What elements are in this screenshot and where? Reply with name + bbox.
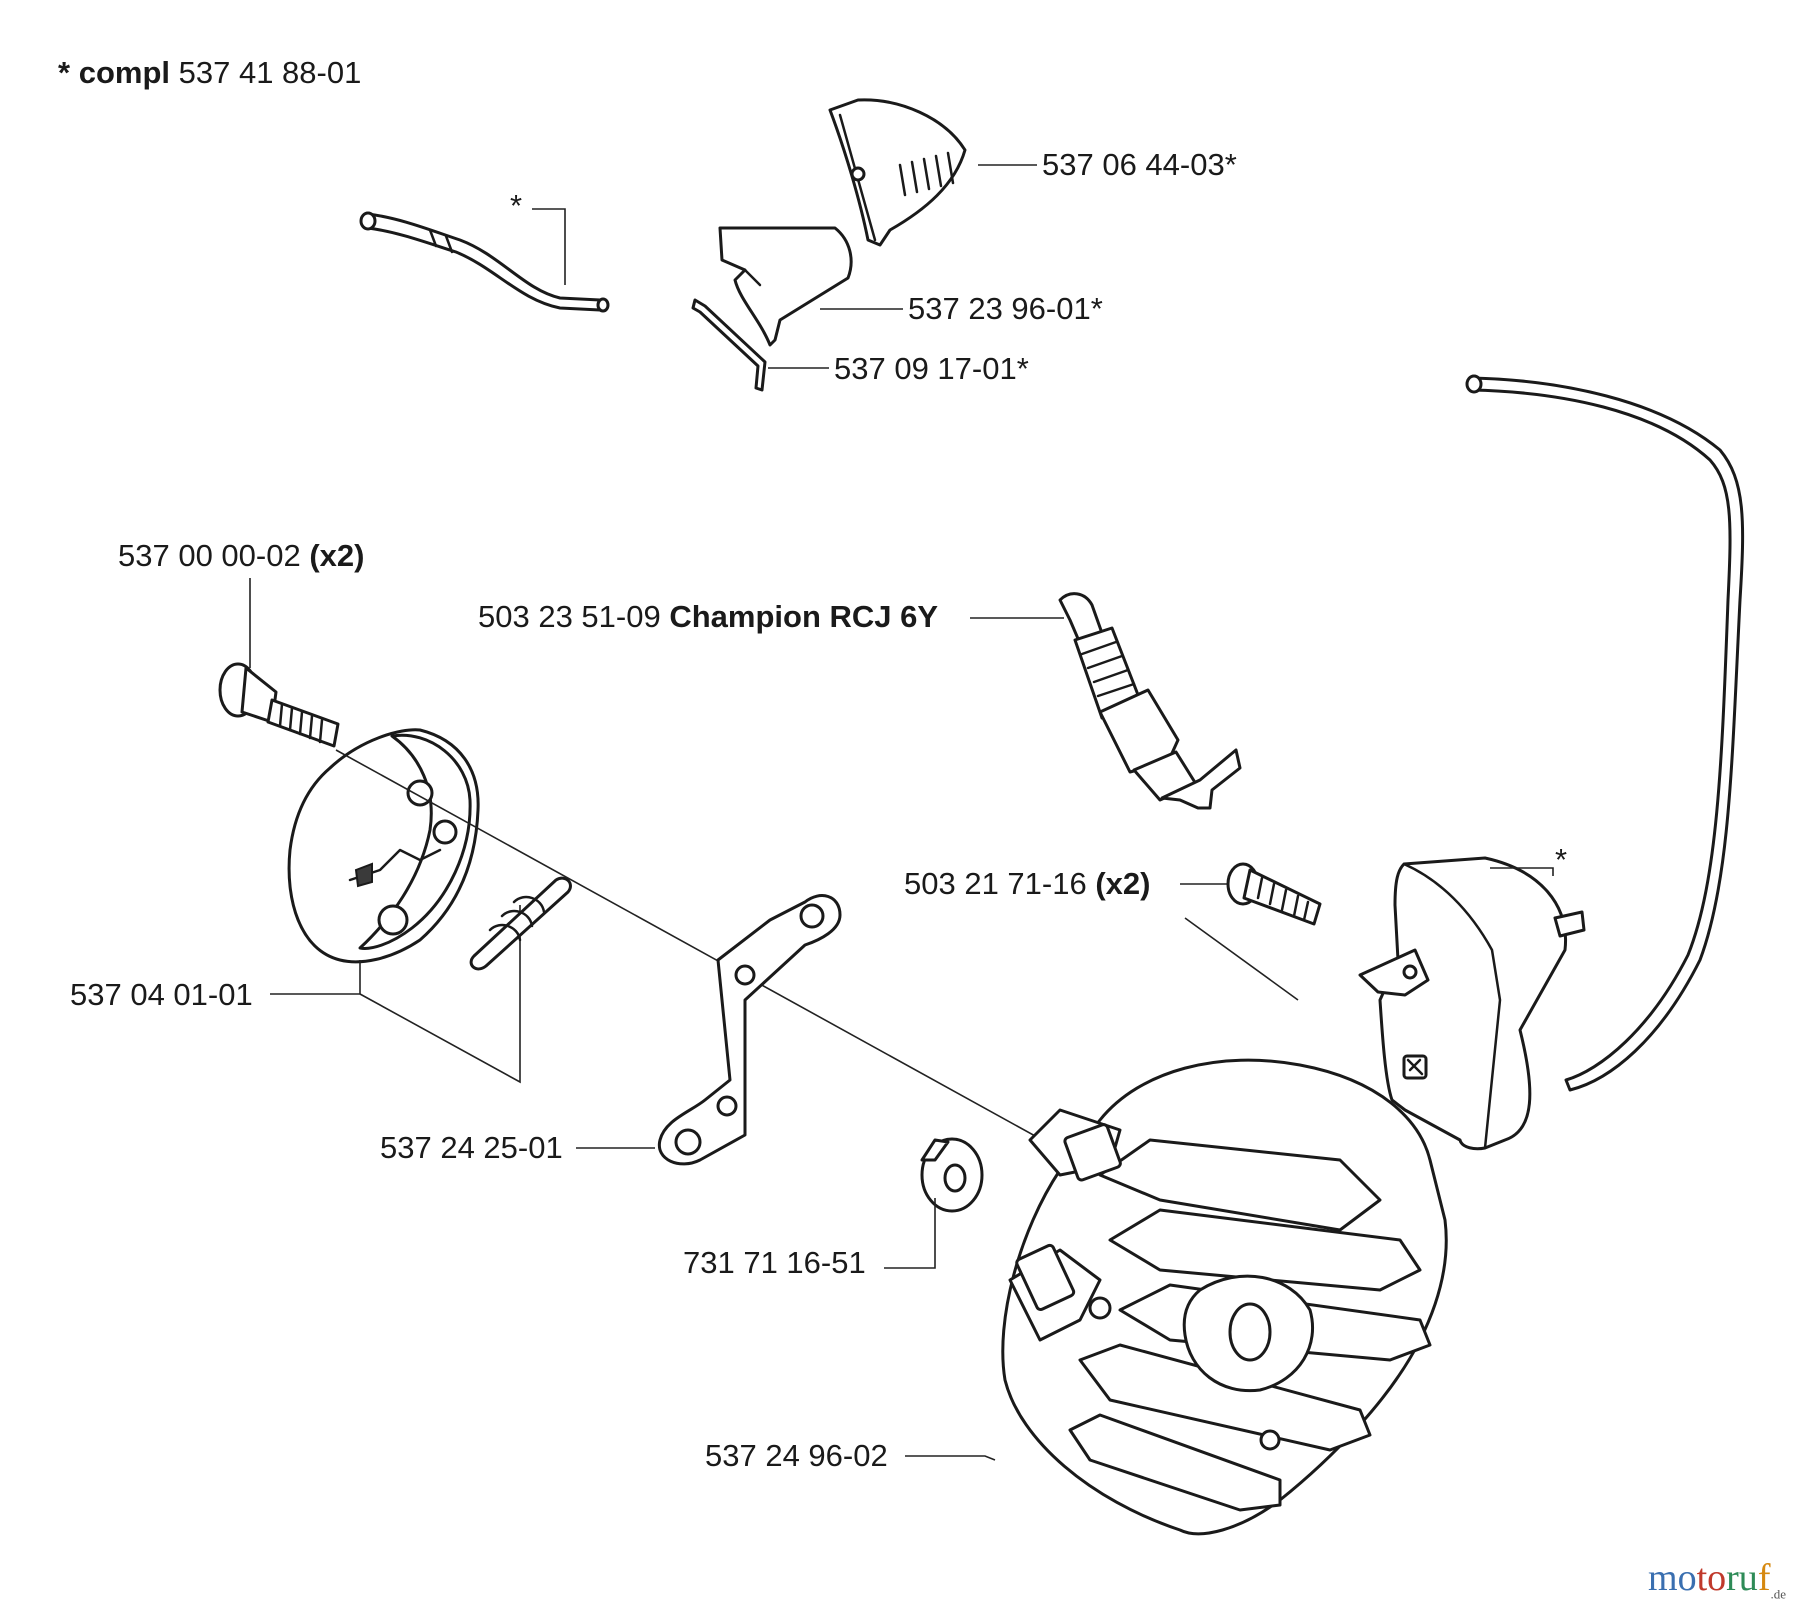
label-503-23-51-09: 503 23 51-09 Champion RCJ 6Y xyxy=(478,599,938,634)
ignition-module-icon xyxy=(1358,856,1586,1151)
screw-icon-module xyxy=(1226,862,1322,926)
axis-line xyxy=(335,749,1076,1159)
label-537-04-01-01: 537 04 01-01 xyxy=(70,977,253,1012)
label-537-23-96-01: 537 23 96-01* xyxy=(908,291,1103,326)
leader-537-24-96-02 xyxy=(905,1455,996,1461)
clutch-shoe-icon xyxy=(287,728,480,964)
label-star-module: * xyxy=(1555,842,1567,877)
header-title: * compl 537 41 88-01 xyxy=(58,55,361,90)
fuel-hose-icon xyxy=(359,211,610,313)
leader-537-04-01-01 xyxy=(270,960,361,995)
spark-plug-icon xyxy=(1058,592,1242,810)
label-537-24-96-02: 537 24 96-02 xyxy=(705,1438,888,1473)
watermark-logo: motoruf.de xyxy=(1648,1557,1786,1602)
label-star-hose: * xyxy=(510,188,522,223)
label-731-71-16-51: 731 71 16-51 xyxy=(683,1245,866,1280)
axis-line-module xyxy=(1184,917,1299,1001)
label-503-21-71-16: 503 21 71-16 (x2) xyxy=(904,866,1150,901)
filter-plate-icon xyxy=(718,226,853,347)
flywheel-icon xyxy=(1001,1058,1448,1536)
washer-icon xyxy=(920,1137,984,1213)
clutch-arm-icon xyxy=(657,894,842,1166)
label-537-06-44-03: 537 06 44-03* xyxy=(1042,147,1237,182)
leader-clutch-to-spring xyxy=(359,905,521,1084)
leader-star-module xyxy=(1490,867,1554,876)
label-537-24-25-01: 537 24 25-01 xyxy=(380,1130,563,1165)
leader-731-71-16-51 xyxy=(884,1198,936,1269)
spring-icon xyxy=(469,876,572,971)
screw-icon xyxy=(218,662,340,748)
label-537-00-00-02: 537 00 00-02 (x2) xyxy=(118,538,364,573)
label-537-09-17-01: 537 09 17-01* xyxy=(834,351,1029,386)
choke-rod-icon xyxy=(691,298,767,392)
ignition-cable-icon xyxy=(1465,374,1745,1092)
air-filter-cover-icon xyxy=(828,98,967,247)
leader-star-hose xyxy=(532,208,566,285)
